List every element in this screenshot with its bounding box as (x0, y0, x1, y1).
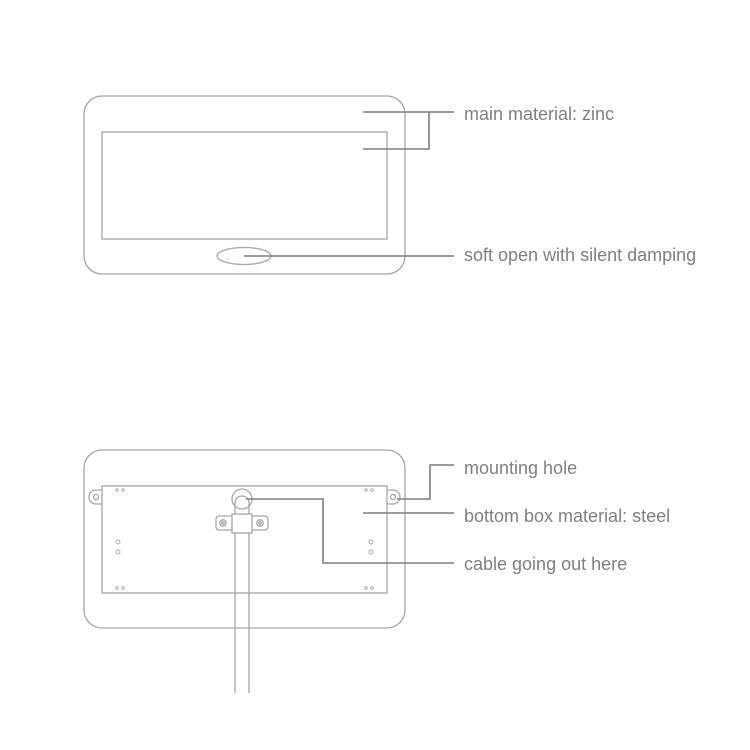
label-cable-out: cable going out here (464, 554, 628, 574)
bottom-view (83, 449, 406, 693)
leader-cable-out (246, 498, 454, 564)
screw-dots (115, 488, 374, 590)
mounting-hole-right-icon (389, 493, 397, 501)
cable-loop (234, 495, 250, 535)
mounting-hole-left-icon (92, 493, 100, 501)
top-view (83, 95, 406, 275)
mounting-tab-right (387, 489, 401, 505)
bottom-box-outline (83, 449, 406, 629)
label-main-material: main material: zinc (464, 104, 615, 124)
label-soft-open: soft open with silent damping (464, 245, 697, 265)
bottom-view-leaders (246, 464, 454, 564)
top-view-leaders (244, 111, 454, 257)
clamp-screw-right-icon (256, 519, 264, 527)
cable-clamp-strap (231, 513, 253, 534)
leader-main-material-branch (363, 112, 430, 150)
leader-mounting-hole (397, 464, 454, 500)
label-mounting-hole: mounting hole (464, 458, 578, 478)
bottom-box-inner-plate (101, 485, 388, 594)
label-bottom-box-material: bottom box material: steel (464, 506, 671, 526)
clamp-screw-left-icon (219, 519, 227, 527)
top-lid-inner-panel (101, 131, 388, 240)
mounting-tab-left (88, 489, 102, 505)
top-lid-outline (83, 95, 406, 275)
